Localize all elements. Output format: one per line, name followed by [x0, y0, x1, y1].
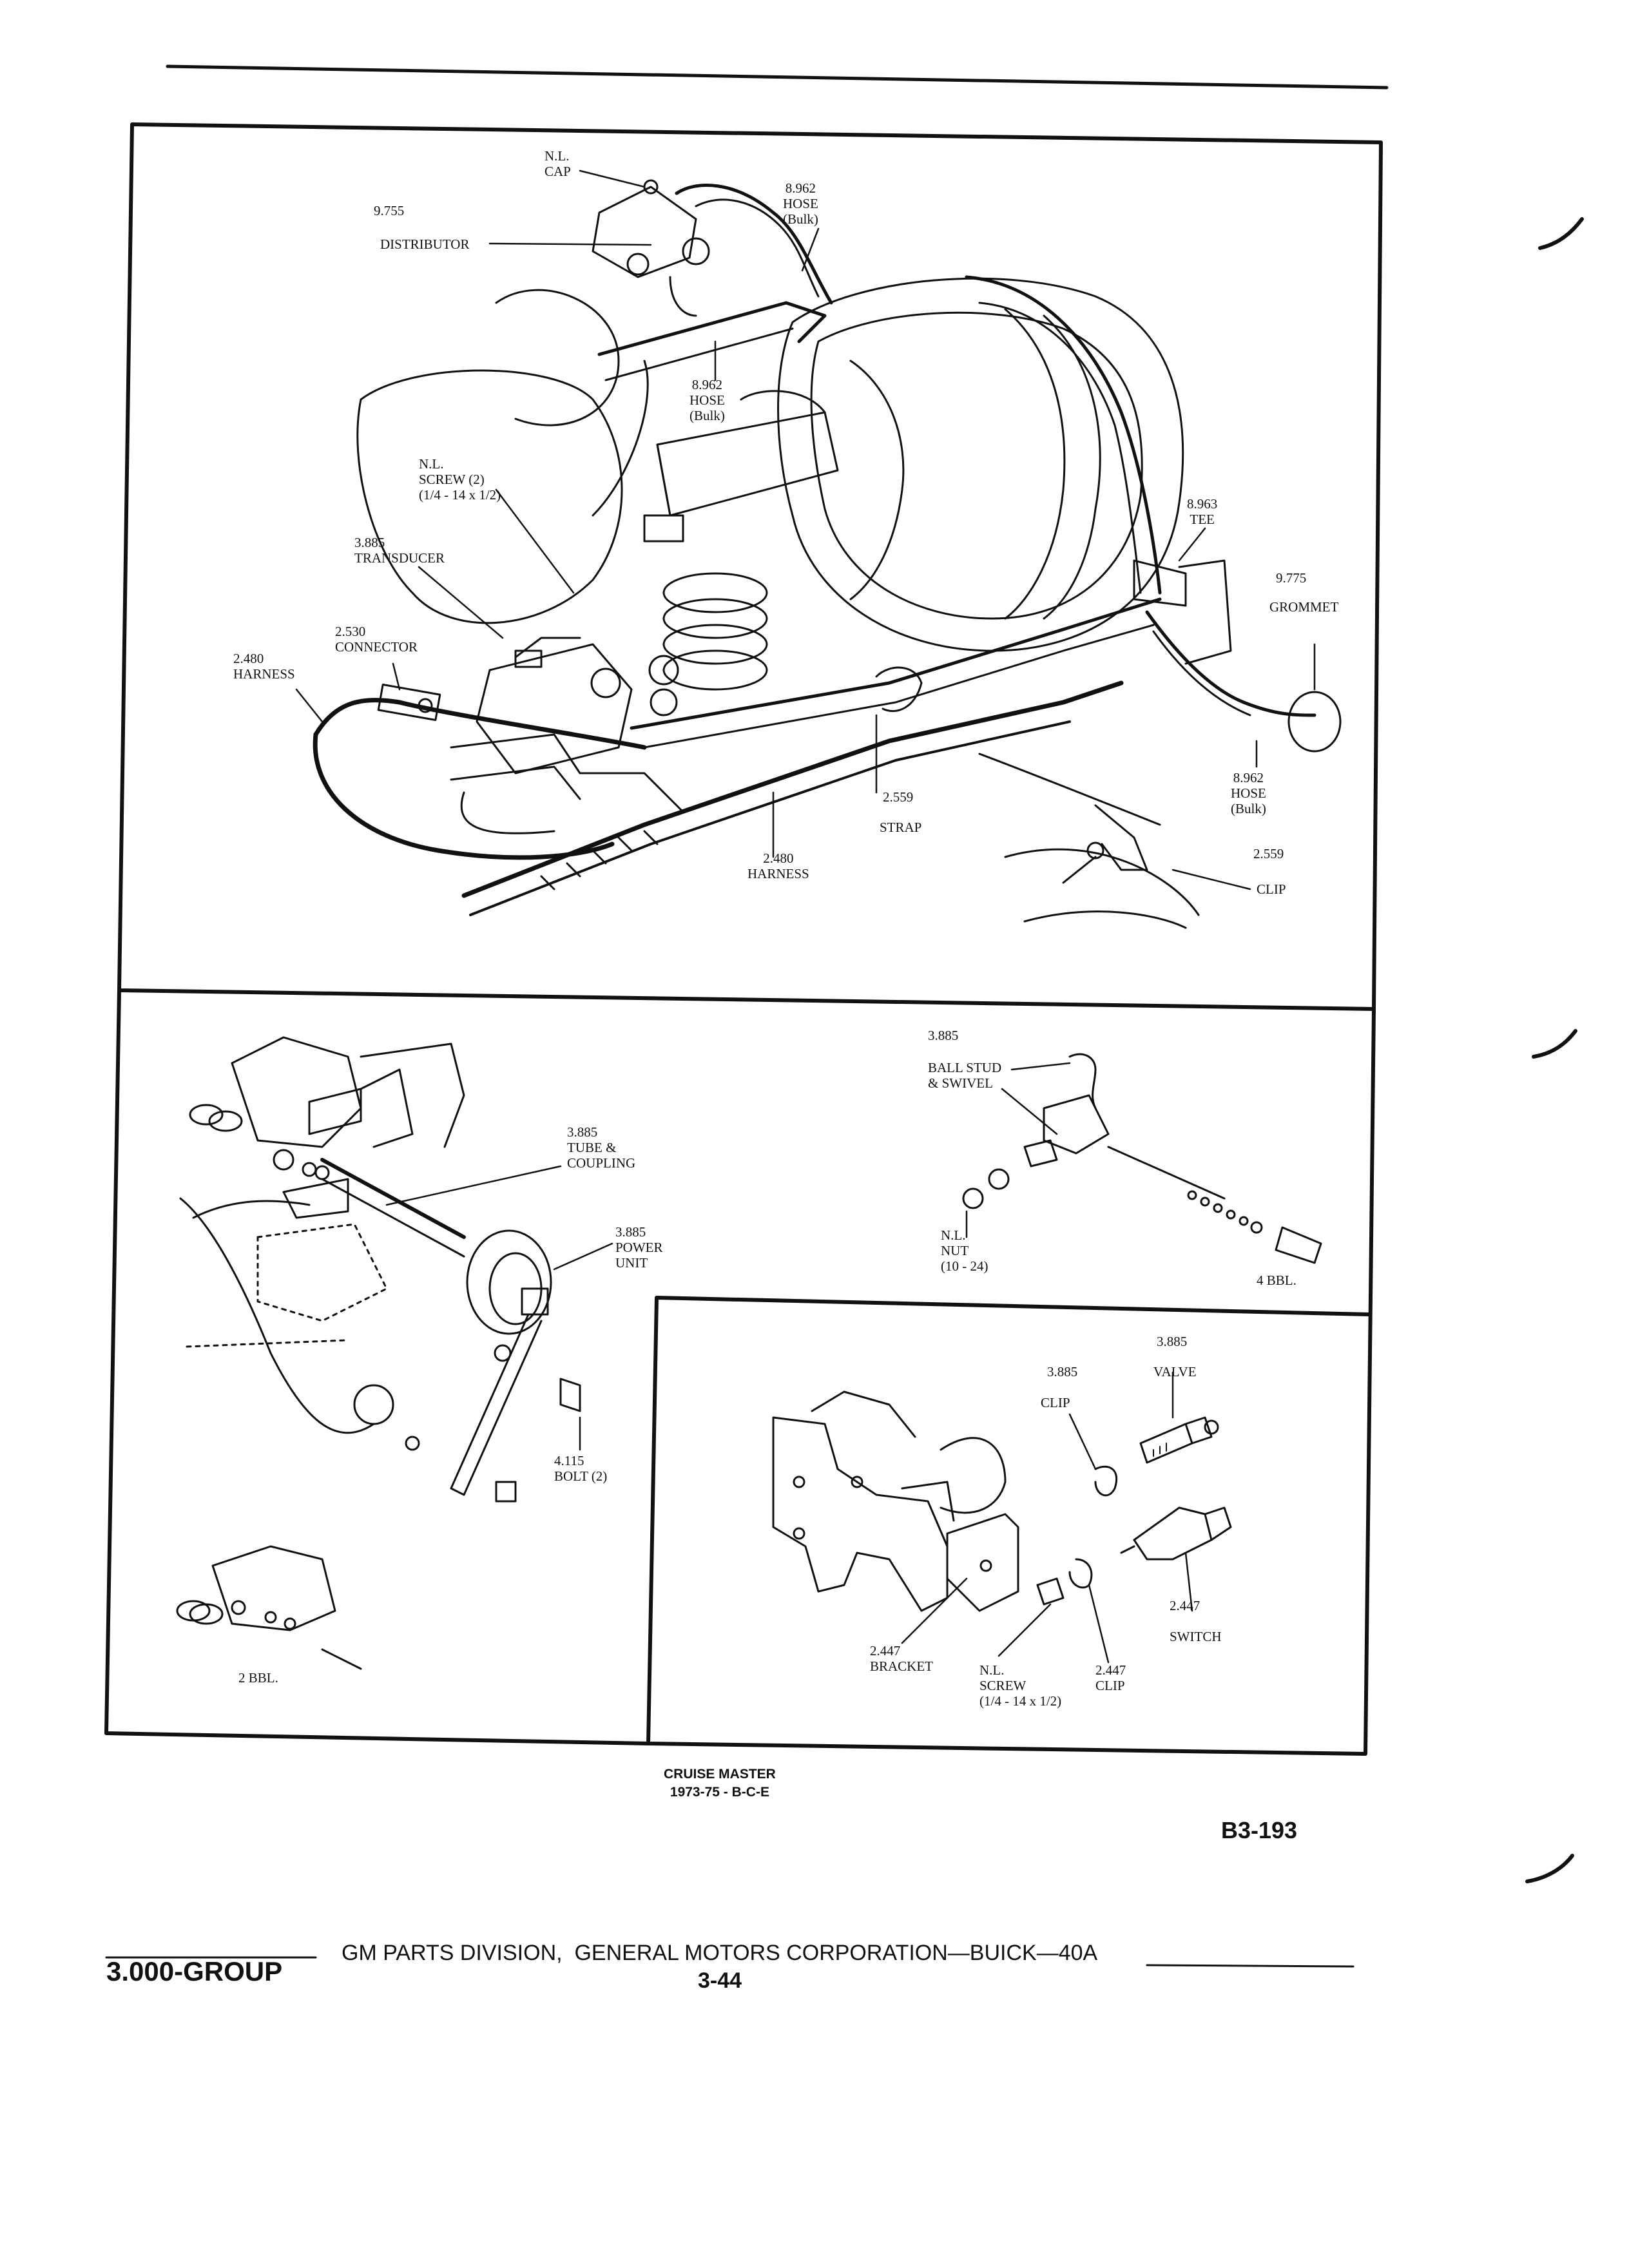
frame-bottom-left — [104, 988, 650, 1745]
label-hose-right: 8.962 HOSE (Bulk) — [1231, 770, 1266, 816]
label-clip-top-number: 3.885 — [1047, 1364, 1078, 1379]
label-valve-number: 3.885 — [1157, 1334, 1188, 1349]
label-clip-top: CLIP — [1041, 1395, 1070, 1410]
label-bracket: 2.447 BRACKET — [870, 1643, 934, 1674]
label-nl-screw: N.L. SCREW (1/4 - 14 x 1/2) — [979, 1662, 1062, 1709]
margin-mark — [1525, 1854, 1574, 1883]
four-bbl-drawing — [962, 1053, 1322, 1264]
label-power-unit: 3.885 POWER UNIT — [615, 1224, 663, 1271]
label-connector: 2.530 CONNECTOR — [335, 624, 418, 655]
label-hose-mid: 8.962 HOSE (Bulk) — [689, 377, 725, 423]
label-grommet-number: 9.775 — [1276, 570, 1307, 586]
label-distributor: DISTRIBUTOR — [380, 236, 470, 252]
margin-mark — [1538, 217, 1584, 250]
label-strap: STRAP — [880, 820, 922, 835]
label-strap-number: 2.559 — [883, 789, 914, 805]
switch-bracket-drawing — [772, 1390, 1232, 1612]
label-2-bbl: 2 BBL. — [238, 1670, 278, 1686]
footer-publisher: GM PARTS DIVISION, GENERAL MOTORS CORPOR… — [342, 1941, 1098, 1965]
label-tube-coupling: 3.885 TUBE & COUPLING — [567, 1124, 636, 1171]
brake-booster-drawing — [313, 179, 1342, 929]
header-rule — [166, 64, 1389, 90]
label-valve: VALVE — [1153, 1364, 1197, 1379]
label-4-bbl: 4 BBL. — [1257, 1273, 1296, 1288]
figure-caption: CRUISE MASTER 1973-75 - B-C-E — [664, 1767, 776, 1800]
label-harness-left: 2.480 HARNESS — [233, 651, 295, 682]
label-clip-number: 2.559 — [1253, 846, 1284, 861]
label-ball-stud: BALL STUD & SWIVEL — [928, 1060, 1002, 1091]
footer-page-number: 3-44 — [698, 1968, 742, 1993]
four-bbl-leader-lines — [965, 1062, 1071, 1238]
main-leader-lines — [295, 169, 1316, 890]
margin-mark — [1532, 1029, 1577, 1059]
label-nl-cap: N.L. CAP — [545, 148, 571, 179]
switch-leader-lines — [901, 1371, 1193, 1664]
footer-group: 3.000-GROUP — [106, 1956, 283, 1986]
label-transducer: 3.885 TRANSDUCER — [354, 535, 445, 566]
label-clip-bottom: 2.447 CLIP — [1095, 1662, 1126, 1693]
label-4bbl-number: 3.885 — [928, 1028, 959, 1043]
label-tee: 8.963 TEE — [1187, 496, 1218, 527]
label-clip: CLIP — [1257, 881, 1286, 897]
carburetor-drawing — [176, 1036, 581, 1670]
frame-bottom-right — [646, 1007, 1376, 1756]
label-distributor-number: 9.755 — [374, 203, 405, 218]
label-nl-nut: N.L. NUT (10 - 24) — [941, 1227, 988, 1274]
label-switch: SWITCH — [1170, 1629, 1222, 1644]
carb-leader-lines — [385, 1165, 613, 1451]
label-grommet: GROMMET — [1269, 599, 1339, 615]
label-harness-bottom: 2.480 HARNESS — [747, 850, 809, 881]
label-bolt: 4.115 BOLT (2) — [554, 1453, 608, 1484]
label-screw: N.L. SCREW (2) (1/4 - 14 x 1/2) — [419, 456, 501, 503]
page-reference: B3-193 — [1221, 1817, 1298, 1843]
footer-rule-right — [1146, 1964, 1354, 1968]
label-hose-top: 8.962 HOSE (Bulk) — [783, 180, 818, 227]
label-switch-number: 2.447 — [1170, 1598, 1200, 1613]
